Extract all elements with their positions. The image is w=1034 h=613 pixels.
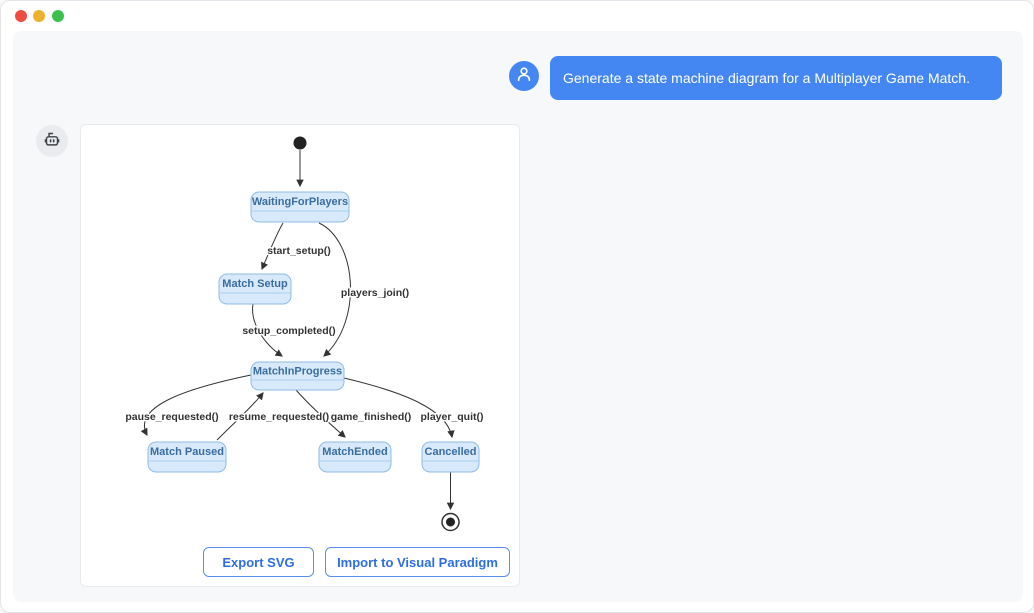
close-window-button[interactable]: [15, 10, 27, 22]
state-node-match-setup: Match Setup: [218, 273, 292, 305]
state-label: Match Paused: [150, 446, 224, 458]
final-state-node: [441, 512, 460, 532]
zoom-window-button[interactable]: [52, 10, 64, 22]
state-node-cancelled: Cancelled: [421, 441, 480, 473]
transition-label-pause-requested: pause_requested(): [125, 411, 218, 423]
state-node-matchinprogress: MatchInProgress: [250, 361, 345, 391]
user-avatar: [509, 61, 539, 91]
transition-label-setup-completed: setup_completed(): [242, 325, 335, 337]
edge-pause-requested: [140, 374, 252, 436]
window-titlebar: [1, 1, 1033, 31]
person-icon: [514, 64, 534, 89]
edge-setup-completed: [252, 303, 283, 357]
initial-state-node: [293, 136, 307, 150]
minimize-window-button[interactable]: [33, 10, 45, 22]
transition-label-resume-requested: resume_requested(): [229, 411, 329, 423]
state-label: Match Setup: [222, 278, 288, 290]
user-message-text: Generate a state machine diagram for a M…: [563, 70, 970, 86]
state-label: MatchInProgress: [253, 366, 342, 378]
transition-label-game-finished: game_finished(): [331, 411, 412, 423]
assistant-avatar: [36, 125, 68, 157]
edge-players-join: [318, 222, 351, 357]
edge-start-setup: [261, 222, 284, 271]
edge-resume-requested: [216, 392, 264, 441]
state-node-waitingforplayers: WaitingForPlayers: [250, 191, 350, 223]
state-node-match-paused: Match Paused: [147, 441, 227, 473]
state-label: MatchEnded: [322, 446, 387, 458]
transition-label-players-join: players_join(): [341, 287, 409, 299]
edge-game-finished: [295, 389, 346, 438]
robot-icon: [41, 128, 63, 155]
state-label: WaitingForPlayers: [252, 196, 348, 208]
user-message-bubble: Generate a state machine diagram for a M…: [550, 56, 1002, 100]
state-label: Cancelled: [425, 446, 477, 458]
state-diagram: start_setup() players_join() setup_compl…: [124, 136, 485, 532]
transition-label-start-setup: start_setup(): [267, 245, 331, 257]
export-svg-button[interactable]: Export SVG: [203, 547, 314, 577]
state-node-matchended: MatchEnded: [318, 441, 392, 473]
edge-player-quit: [343, 377, 455, 439]
diagram-card: start_setup() players_join() setup_compl…: [80, 124, 520, 587]
transition-label-player-quit: player_quit(): [420, 411, 483, 423]
import-visual-paradigm-button[interactable]: Import to Visual Paradigm: [325, 547, 510, 577]
